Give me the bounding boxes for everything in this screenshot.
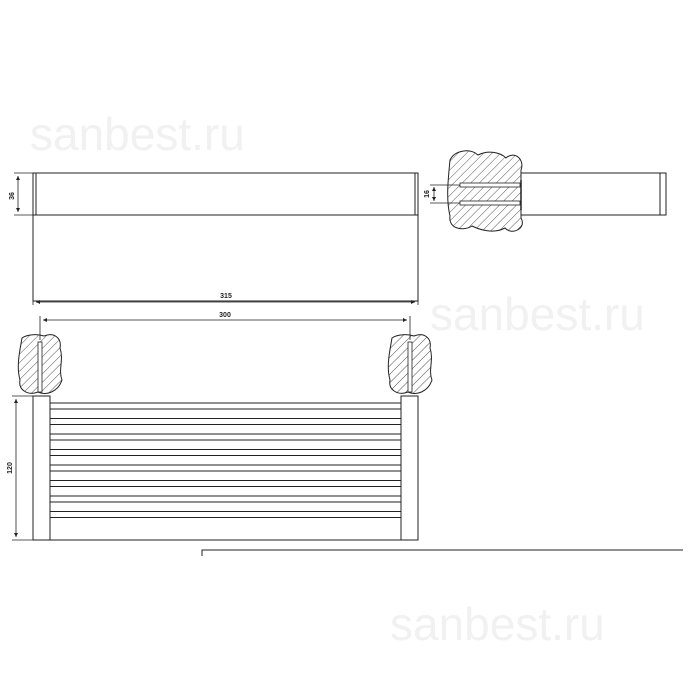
- watermark-top: sanbest.ru: [30, 108, 245, 160]
- side-anchor-lower: [459, 200, 521, 206]
- dim-hole-spacing-label: 16: [424, 190, 431, 198]
- dim-hole-spacing: [430, 184, 460, 204]
- shelf-bar: [49, 511, 402, 518]
- dim-plan-depth: [14, 172, 33, 216]
- dim-plan-width: [32, 300, 419, 305]
- front-view: [17, 334, 433, 541]
- watermark-right: sanbest.ru: [430, 288, 645, 340]
- dim-plan-width-label: 315: [220, 293, 232, 300]
- plan-body: [32, 214, 419, 302]
- reference-line: [201, 549, 683, 556]
- shelf-bar: [49, 464, 402, 472]
- dim-front-height: [12, 395, 33, 541]
- side-detail: [447, 150, 667, 232]
- shelf-bar: [49, 418, 402, 425]
- side-anchor-upper: [459, 182, 521, 188]
- anchor-left: [37, 341, 43, 393]
- dim-plan-depth-label: 36: [9, 192, 16, 200]
- watermark-group: sanbest.ru sanbest.ru sanbest.ru: [30, 108, 645, 650]
- shelf-bar: [49, 495, 402, 503]
- plan-view: [32, 172, 419, 302]
- shelf-bar: [49, 480, 402, 487]
- front-left-post: [32, 395, 51, 541]
- wall-section-side: [447, 150, 523, 232]
- plan-top-bar: [32, 172, 419, 216]
- side-rail-profile: [520, 172, 667, 216]
- shelf-bars: [49, 402, 402, 518]
- dim-front-height-label: 120: [7, 462, 14, 474]
- front-right-post: [400, 395, 419, 541]
- shelf-bar: [49, 402, 402, 410]
- anchor-right: [407, 341, 413, 393]
- dim-wall-spacing-label: 300: [219, 312, 231, 319]
- shelf-bar: [49, 449, 402, 456]
- watermark-bottom: sanbest.ru: [390, 598, 605, 650]
- dim-wall-spacing: [39, 316, 411, 340]
- shelf-bar: [49, 433, 402, 441]
